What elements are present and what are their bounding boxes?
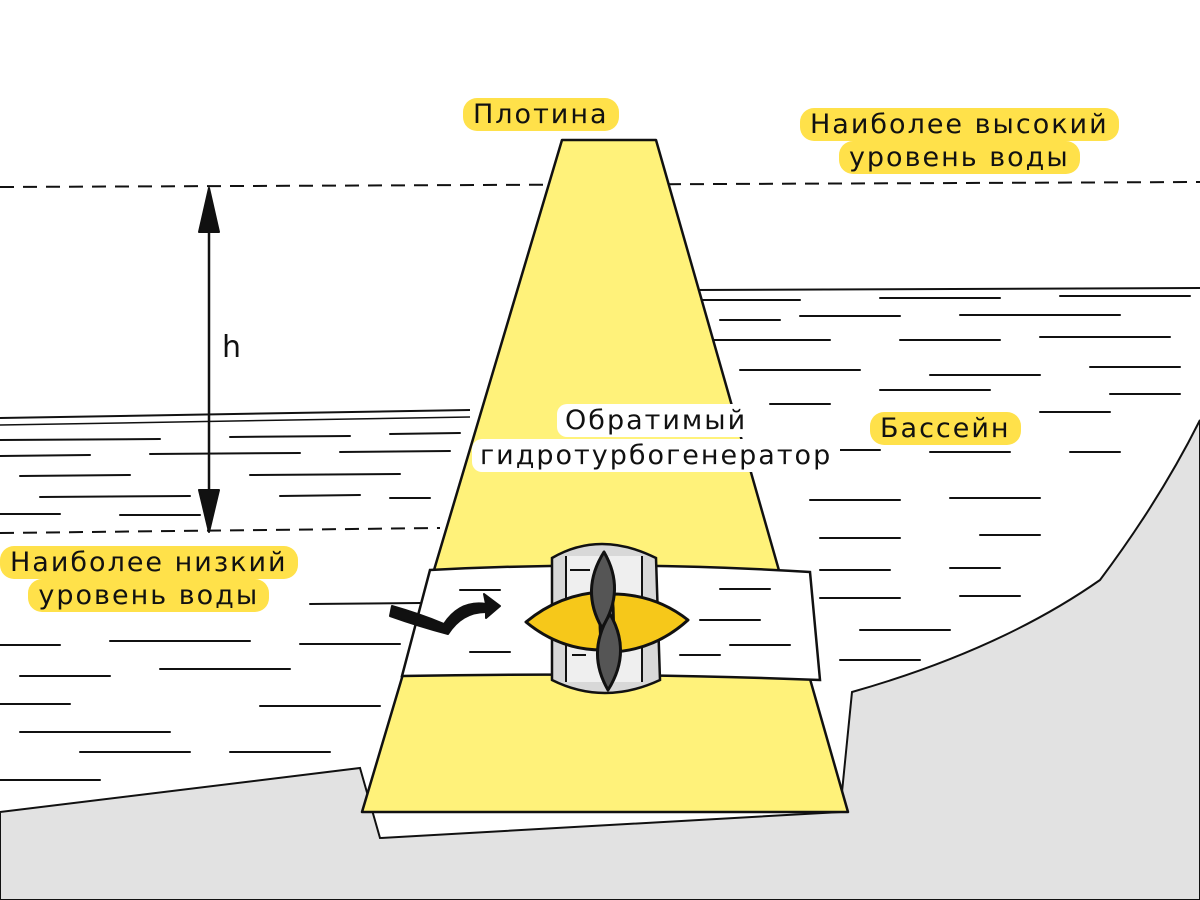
- low-level-label: Наиболее низкий уровень воды: [0, 546, 298, 612]
- double-headed-arrow-icon: [198, 187, 220, 533]
- dam-label-text: Плотина: [463, 98, 619, 131]
- high-level-label: Наиболее высокий уровень воды: [800, 108, 1119, 174]
- turbine-label-line-2: гидротурбогенератор: [472, 439, 841, 472]
- left-water-surface: [0, 409, 471, 419]
- basin-label: Бассейн: [870, 412, 1021, 445]
- left-water-surface-2: [0, 416, 471, 426]
- ground-shape: [0, 419, 1200, 900]
- low-level-line-1: Наиболее низкий: [0, 546, 298, 579]
- turbine-label: Обратимый гидротурбогенератор: [472, 404, 841, 472]
- left-water-hatching: [0, 432, 461, 781]
- curved-arrow-right-icon: [389, 593, 501, 635]
- dam-body: [360, 138, 850, 814]
- height-label: h: [222, 330, 242, 365]
- low-level-line-2: уровень воды: [28, 579, 270, 612]
- tunnel-water-hatching: [459, 588, 791, 656]
- high-level-line-1: Наиболее высокий: [800, 108, 1119, 141]
- turbine-label-line-1: Обратимый: [557, 404, 756, 437]
- turbine-icon: [524, 550, 690, 692]
- basin-label-text: Бассейн: [870, 412, 1021, 445]
- high-level-line-2: уровень воды: [838, 141, 1080, 174]
- low-level-line: [0, 527, 441, 534]
- dam-label: Плотина: [463, 98, 619, 131]
- basin-surface: [694, 287, 1200, 291]
